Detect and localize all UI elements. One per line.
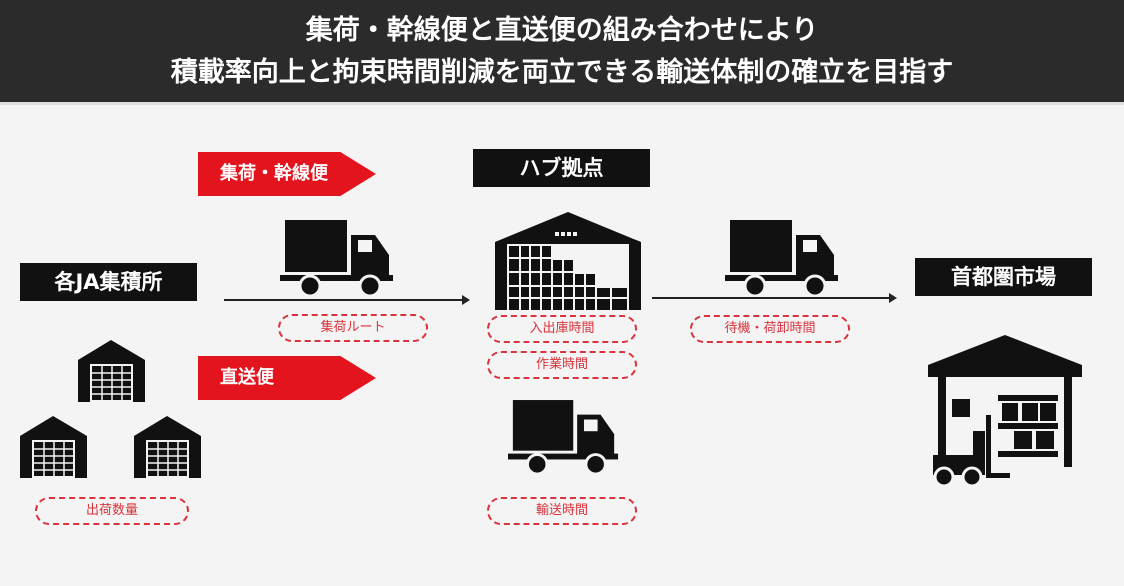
warehouse-icon xyxy=(20,416,87,478)
truck-icon xyxy=(508,400,620,478)
flow-arrow xyxy=(224,295,470,305)
route-pill: 集荷ルート xyxy=(278,314,428,342)
work-time-pill: 作業時間 xyxy=(487,351,637,379)
inout-time-pill: 入出庫時間 xyxy=(487,315,637,343)
header-banner: 集荷・幹線便と直送便の組み合わせにより 積載率向上と拘束時間削減を両立できる輸送… xyxy=(0,0,1124,105)
market-forklift-icon xyxy=(928,335,1082,488)
warehouse-icon xyxy=(134,416,201,478)
truck-icon xyxy=(725,220,840,300)
truck-icon xyxy=(280,220,395,300)
market-label: 首都圏市場 xyxy=(915,258,1092,296)
hub-warehouse-icon xyxy=(495,212,641,310)
hub-label: ハブ拠点 xyxy=(473,149,650,187)
trunk-route-arrow: 集荷・幹線便 xyxy=(198,152,376,196)
transport-time-pill: 輸送時間 xyxy=(487,497,637,525)
wait-unload-time-pill: 待機・荷卸時間 xyxy=(690,315,850,343)
shipment-qty-pill: 出荷数量 xyxy=(35,497,189,525)
ja-label: 各JA集積所 xyxy=(20,263,197,301)
warehouse-icon xyxy=(78,340,145,402)
direct-route-arrow: 直送便 xyxy=(198,356,376,400)
title-line-2: 積載率向上と拘束時間削減を両立できる輸送体制の確立を目指す xyxy=(170,57,954,88)
flow-arrow xyxy=(652,293,897,303)
title-line-1: 集荷・幹線便と直送便の組み合わせにより xyxy=(305,15,819,46)
